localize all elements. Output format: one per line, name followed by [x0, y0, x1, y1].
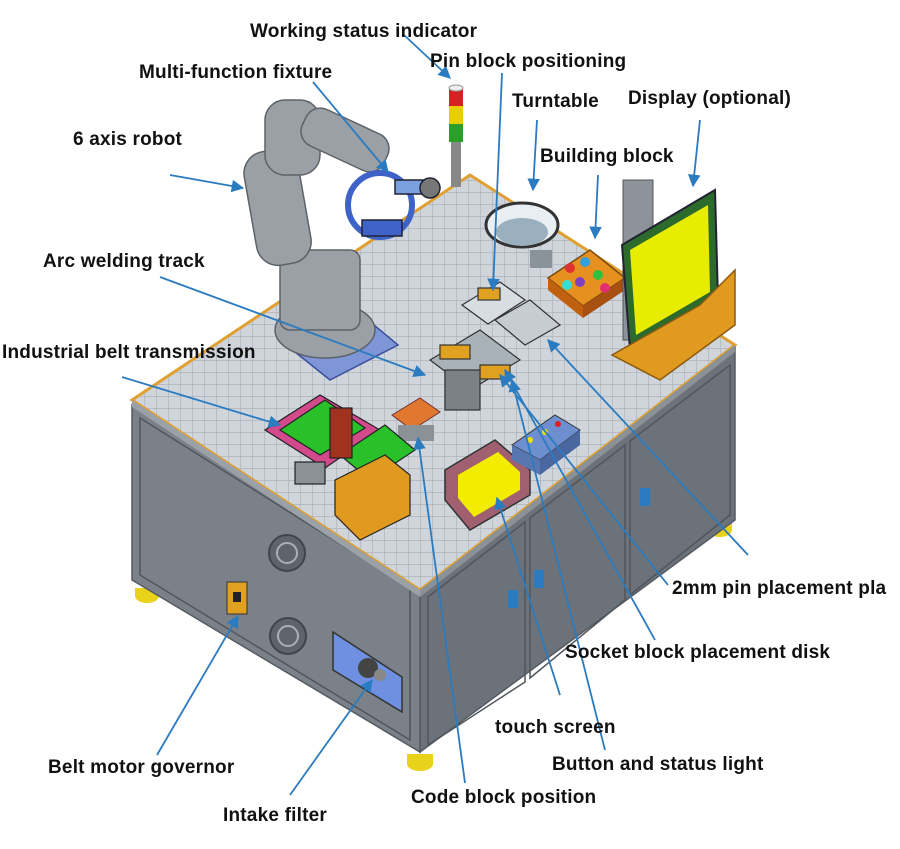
- building-block-model: [546, 249, 627, 318]
- intake-filter-window: [332, 630, 403, 714]
- display-model: [610, 179, 736, 381]
- label-arc-welding-track: Arc welding track: [43, 251, 205, 272]
- vent-fans: [268, 534, 307, 655]
- label-pin-block-positioning: Pin block positioning: [430, 51, 627, 72]
- label-turntable: Turntable: [512, 91, 599, 112]
- label-belt-motor-governor: Belt motor governor: [48, 757, 235, 778]
- touch-screen-model: [444, 439, 531, 531]
- belt-motor-governor-box: [226, 581, 248, 615]
- status-beacon: [448, 84, 464, 187]
- door-handles: [508, 488, 650, 608]
- label-six-axis-robot: 6 axis robot: [73, 129, 183, 150]
- label-2mm-pin-placement: 2mm pin placement pla: [672, 578, 887, 599]
- label-industrial-belt-transmission: Industrial belt transmission: [2, 342, 256, 363]
- label-display-optional: Display (optional): [628, 88, 791, 109]
- leader-lines: [121, 34, 749, 796]
- multi-function-fixture: [345, 170, 441, 240]
- robot-arm: [243, 99, 390, 359]
- label-building-block: Building block: [540, 146, 674, 167]
- label-code-block-position: Code block position: [411, 787, 597, 808]
- label-intake-filter: Intake filter: [223, 805, 327, 826]
- label-button-and-status-light: Button and status light: [552, 754, 764, 775]
- label-working-status-indicator: Working status indicator: [250, 21, 478, 42]
- label-socket-block-placement-disk: Socket block placement disk: [565, 642, 831, 663]
- label-touch-screen: touch screen: [495, 717, 616, 738]
- turntable-model: [484, 201, 560, 268]
- label-multi-function-fixture: Multi-function fixture: [139, 62, 333, 83]
- cabinet-doors: [139, 363, 731, 747]
- pin-block-area: [428, 281, 562, 411]
